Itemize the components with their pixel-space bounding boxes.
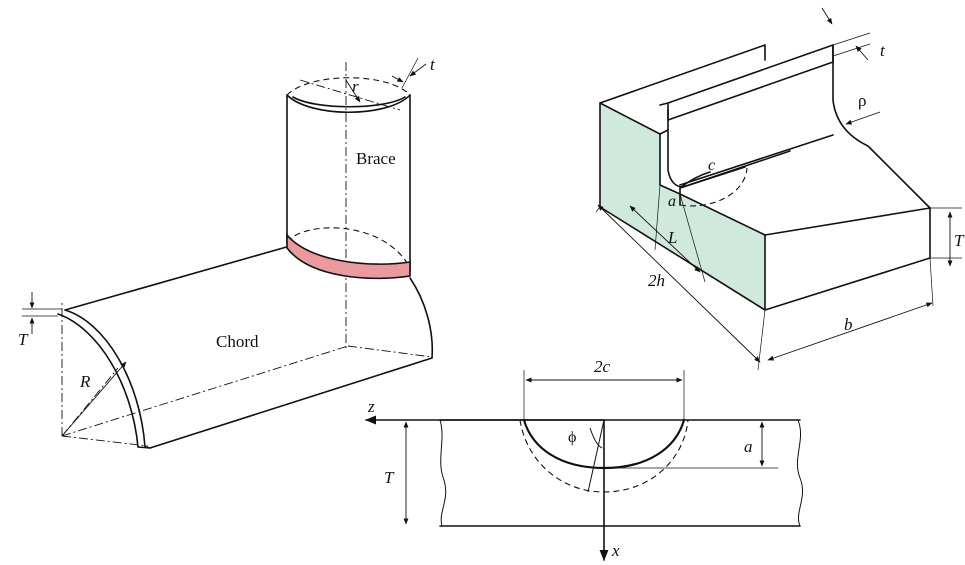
brace-radius-arrow xyxy=(345,79,361,103)
plate-t-ext-1 xyxy=(832,32,871,46)
brace-top-outer xyxy=(286,94,411,114)
brace-thickness-label: t xyxy=(430,55,436,74)
weld-band xyxy=(286,232,411,280)
plate-length-arrow xyxy=(767,302,933,361)
plate-model: t ρ c a L 2h b T xyxy=(595,7,965,371)
depth-label: a xyxy=(744,437,753,456)
crack-depth-label: a xyxy=(668,193,676,210)
crack-half-length-label: c xyxy=(708,157,715,174)
plate-t-arrow-1 xyxy=(821,7,833,25)
brace-label: Brace xyxy=(356,149,396,168)
brace-thickness-arrow-2 xyxy=(409,63,427,77)
attachment-outline xyxy=(667,44,931,209)
chord-radius-arrow xyxy=(61,361,127,437)
angle-arc xyxy=(589,427,603,449)
surface-length-label: 2c xyxy=(594,357,611,376)
chord-end-arc xyxy=(409,277,434,359)
tubular-t-joint: r t T R Brace Chord xyxy=(18,55,436,449)
chord-centerline xyxy=(61,302,433,447)
plate-t-ext-2 xyxy=(832,43,871,57)
plate-length-label: b xyxy=(844,315,853,334)
z-axis-label: z xyxy=(367,397,375,416)
chord-radius-label: R xyxy=(79,372,91,391)
chord-label: Chord xyxy=(216,332,259,351)
brace-radius-label: r xyxy=(352,77,359,96)
brace-hidden-intersection xyxy=(286,227,411,269)
plate-section-face xyxy=(599,102,766,311)
section-break-left xyxy=(439,419,447,527)
crack-radius-line xyxy=(587,419,605,493)
brace-top-hidden xyxy=(286,77,411,96)
plate-length-ext xyxy=(929,257,934,307)
brace-axis xyxy=(299,62,401,348)
leg-length-label: L xyxy=(667,228,677,247)
plate-t-arrow-2 xyxy=(855,45,869,61)
x-axis-label: x xyxy=(611,541,620,560)
crack-front-hidden xyxy=(679,167,748,207)
toe-radius-arrow xyxy=(845,111,881,125)
angle-label: ϕ xyxy=(568,429,576,446)
plate-width-ext-1 xyxy=(595,206,601,213)
section-break-right xyxy=(796,419,804,527)
plate-width-arrow xyxy=(597,204,761,363)
plate-thickness-label: T xyxy=(954,231,965,250)
plate-t-label: t xyxy=(880,41,886,60)
brace-thickness-arrow-1 xyxy=(391,75,404,83)
chord-outline xyxy=(64,245,433,449)
brace-top-inner xyxy=(292,96,406,108)
crack-front-grown xyxy=(519,419,689,493)
plate-width-label: 2h xyxy=(648,271,665,290)
brace-outline xyxy=(286,94,411,273)
chord-thickness-label: T xyxy=(18,330,29,349)
brace-thickness-ext xyxy=(401,57,419,89)
crack-section: z x ϕ 2c a T xyxy=(364,357,804,562)
chord-inner-surface xyxy=(57,313,151,449)
section-thickness-label: T xyxy=(384,468,395,487)
toe-radius-label: ρ xyxy=(858,91,866,110)
crack-surface xyxy=(679,166,746,189)
